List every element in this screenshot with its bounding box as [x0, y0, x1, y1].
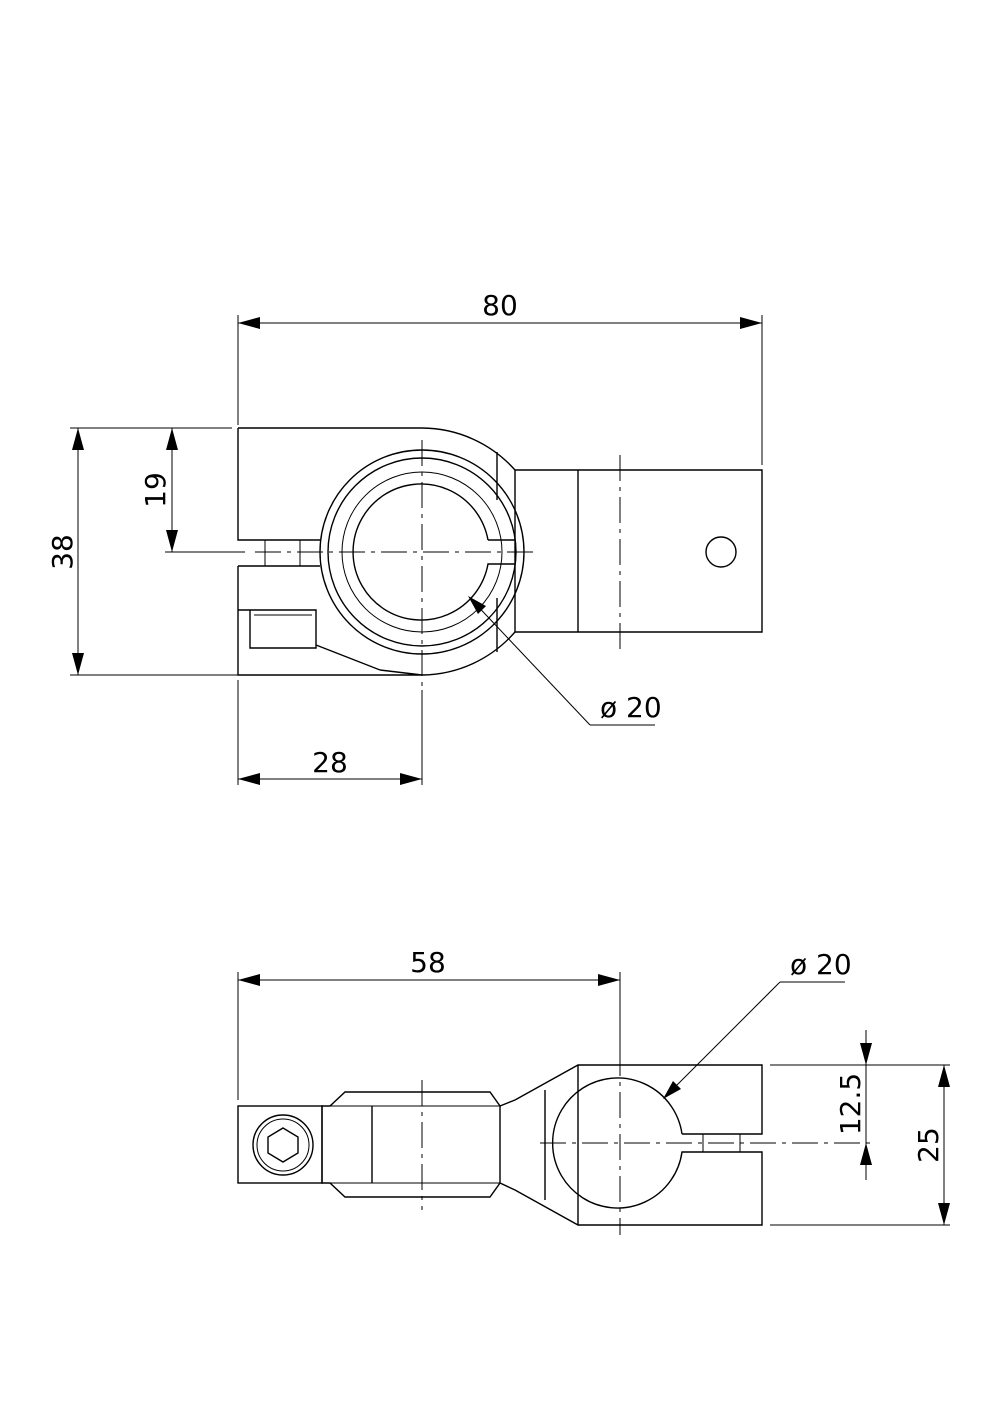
dim-bore-top-label: ø 20	[600, 691, 662, 724]
top-view: 80 38 19 28	[46, 289, 763, 785]
top-view-lower-curve	[421, 631, 516, 676]
clamp-head	[499, 1064, 763, 1226]
bolt-head-outer	[252, 1114, 314, 1176]
dim-19: 19	[139, 428, 245, 553]
dim-28-label: 28	[312, 746, 348, 779]
top-view-body-outline	[237, 427, 763, 676]
ring-section	[321, 1091, 501, 1198]
dim-58: 58	[237, 946, 621, 1100]
dim-12-5-label: 12.5	[834, 1073, 867, 1135]
dim-38-label: 38	[46, 534, 79, 570]
bottom-view: 58 ø 20 12.5 25	[237, 946, 950, 1235]
dim-58-label: 58	[410, 946, 446, 979]
dim-38: 38	[46, 427, 240, 676]
dim-80: 80	[237, 289, 763, 465]
dim-28: 28	[237, 680, 423, 785]
dim-25: 25	[770, 1065, 950, 1226]
dim-12-5: 12.5	[770, 1030, 950, 1180]
dim-19-label: 19	[139, 472, 172, 508]
bore-bottom-view	[552, 1077, 745, 1209]
pin-hole	[705, 536, 737, 568]
dim-bore-bottom: ø 20	[663, 948, 852, 1099]
dim-bore-top: ø 20	[468, 596, 662, 726]
dim-bore-bottom-label: ø 20	[790, 948, 852, 981]
dim-25-label: 25	[912, 1127, 945, 1163]
hex-socket	[267, 1127, 299, 1163]
dim-80-label: 80	[482, 289, 518, 322]
bolt-head-inner	[256, 1118, 310, 1172]
